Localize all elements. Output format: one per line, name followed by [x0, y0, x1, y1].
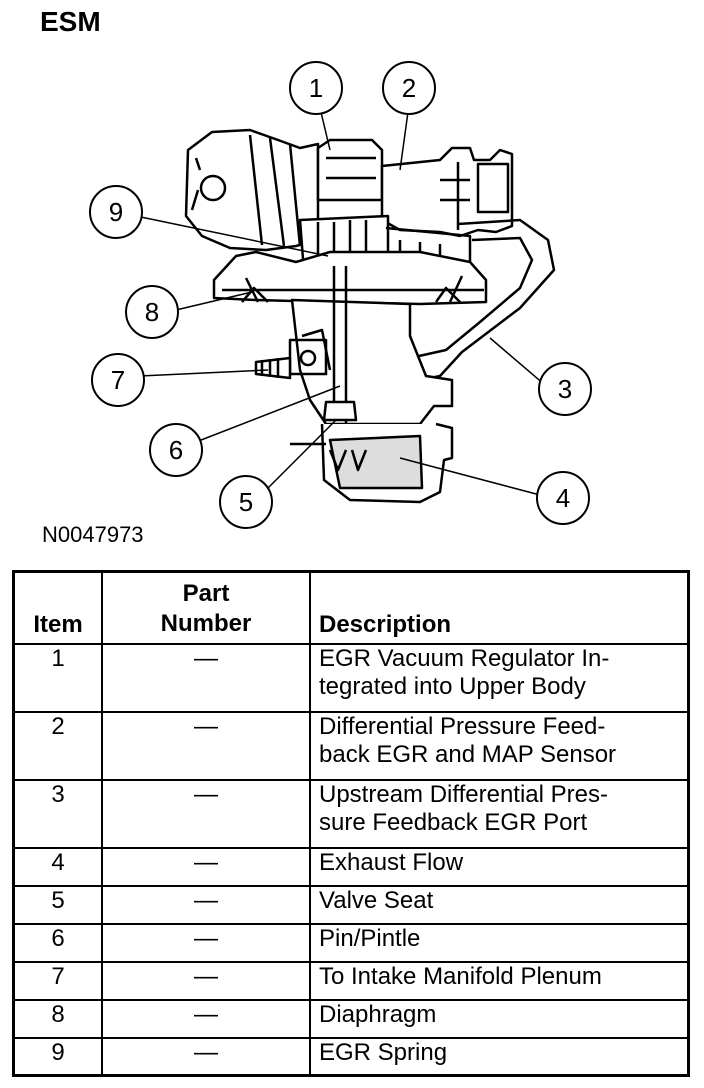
- callout-8: 8: [125, 285, 179, 339]
- table-row: 4 — Exhaust Flow: [12, 846, 690, 887]
- description: EGR Spring: [309, 1036, 690, 1077]
- description: Differential Pressure Feed-back EGR and …: [309, 710, 690, 781]
- description-line: back EGR and MAP Sensor: [319, 740, 617, 768]
- description-line: Differential Pressure Feed-: [319, 712, 606, 740]
- figure-id: N0047973: [42, 522, 144, 547]
- header-description: Description: [309, 570, 690, 645]
- header-part-number: Part Number: [101, 570, 311, 645]
- svg-text:8: 8: [145, 297, 159, 327]
- item-number: 1: [12, 642, 103, 713]
- part-number: —: [101, 998, 311, 1039]
- esm-drawing: 1 2 3 4 5 6 7 8 9: [89, 61, 592, 529]
- description: Diaphragm: [309, 998, 690, 1039]
- svg-text:2: 2: [402, 73, 416, 103]
- svg-text:1: 1: [309, 73, 323, 103]
- svg-text:9: 9: [109, 197, 123, 227]
- callout-3: 3: [538, 362, 592, 416]
- description: EGR Vacuum Regulator In-tegrated into Up…: [309, 642, 690, 713]
- esm-body: [184, 128, 556, 504]
- header-item: Item: [12, 570, 103, 645]
- description: Valve Seat: [309, 884, 690, 925]
- callout-7: 7: [91, 353, 145, 407]
- table-row: 8 — Diaphragm: [12, 998, 690, 1039]
- item-number: 9: [12, 1036, 103, 1077]
- svg-text:3: 3: [558, 374, 572, 404]
- part-number: —: [101, 884, 311, 925]
- table-row: 6 — Pin/Pintle: [12, 922, 690, 963]
- item-number: 2: [12, 710, 103, 781]
- table-row: 1 — EGR Vacuum Regulator In-tegrated int…: [12, 642, 690, 713]
- item-number: 5: [12, 884, 103, 925]
- table-row: 2 — Differential Pressure Feed-back EGR …: [12, 710, 690, 781]
- part-number: —: [101, 778, 311, 849]
- esm-illustration: 1 2 3 4 5 6 7 8 9: [0, 40, 704, 550]
- callout-4: 4: [536, 471, 590, 525]
- diagram-title: ESM: [40, 6, 101, 37]
- part-number: —: [101, 642, 311, 713]
- item-number: 4: [12, 846, 103, 887]
- description-line: EGR Vacuum Regulator In-: [319, 644, 610, 672]
- description: To Intake Manifold Plenum: [309, 960, 690, 1001]
- table-row: 3 — Upstream Differential Pres-sure Feed…: [12, 778, 690, 849]
- description-line: tegrated into Upper Body: [319, 672, 586, 700]
- svg-text:7: 7: [111, 365, 125, 395]
- table-row: 9 — EGR Spring: [12, 1036, 690, 1077]
- header-part-line2: Number: [160, 609, 252, 637]
- callout-5: 5: [219, 475, 273, 529]
- table-row: 7 — To Intake Manifold Plenum: [12, 960, 690, 1001]
- description: Pin/Pintle: [309, 922, 690, 963]
- leader-lines: [135, 107, 546, 496]
- description-line: Upstream Differential Pres-: [319, 780, 608, 808]
- table-header-row: Item Part Number Description: [12, 570, 690, 645]
- header-part-line1: Part: [182, 579, 230, 607]
- callout-1: 1: [289, 61, 343, 115]
- svg-text:5: 5: [239, 487, 253, 517]
- description: Upstream Differential Pres-sure Feedback…: [309, 778, 690, 849]
- callout-6: 6: [149, 423, 203, 477]
- part-number: —: [101, 922, 311, 963]
- svg-text:6: 6: [169, 435, 183, 465]
- part-number: —: [101, 1036, 311, 1077]
- parts-table: Item Part Number Description 1 — EGR Vac…: [12, 570, 690, 1077]
- table-row: 5 — Valve Seat: [12, 884, 690, 925]
- description-line: sure Feedback EGR Port: [319, 808, 588, 836]
- part-number: —: [101, 960, 311, 1001]
- item-number: 8: [12, 998, 103, 1039]
- item-number: 3: [12, 778, 103, 849]
- item-number: 6: [12, 922, 103, 963]
- callout-9: 9: [89, 185, 143, 239]
- part-number: —: [101, 846, 311, 887]
- description: Exhaust Flow: [309, 846, 690, 887]
- svg-text:4: 4: [556, 483, 570, 513]
- item-number: 7: [12, 960, 103, 1001]
- callout-2: 2: [382, 61, 436, 115]
- part-number: —: [101, 710, 311, 781]
